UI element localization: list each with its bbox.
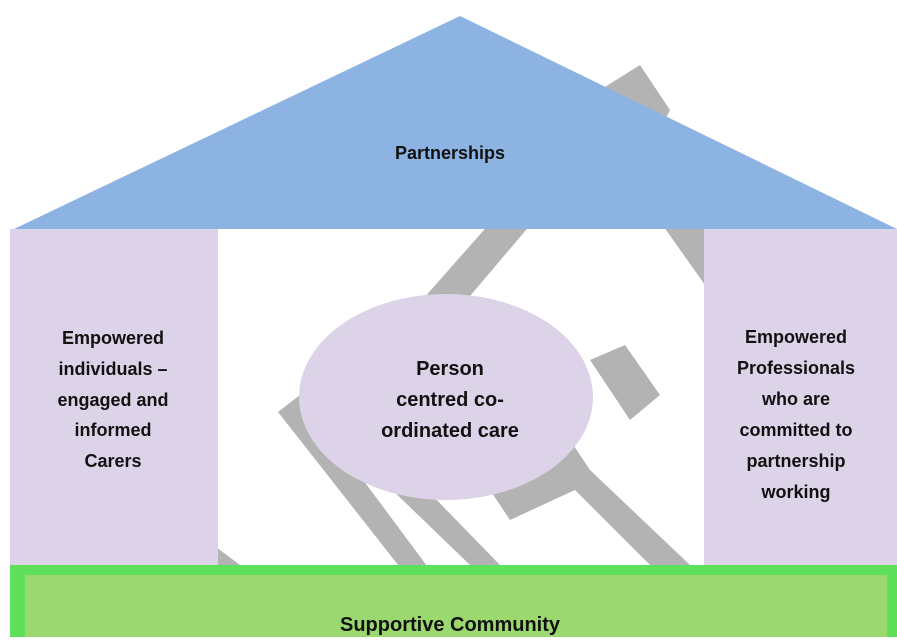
right-pillar-label: Empowered Professionals who are committe… — [736, 327, 856, 502]
roof-triangle — [14, 16, 897, 229]
center-ellipse — [299, 294, 593, 500]
right-pillar — [704, 229, 897, 565]
left-pillar-label: Empowered individuals – engaged and info… — [57, 327, 169, 472]
center-label: Person centred co- ordinated care — [381, 357, 519, 442]
base-label: Supportive Community — [339, 614, 560, 636]
background-arrow-band-4 — [590, 345, 660, 420]
roof-label: Partnerships — [394, 142, 506, 163]
left-pillar — [10, 229, 218, 565]
base-inner — [25, 575, 887, 637]
